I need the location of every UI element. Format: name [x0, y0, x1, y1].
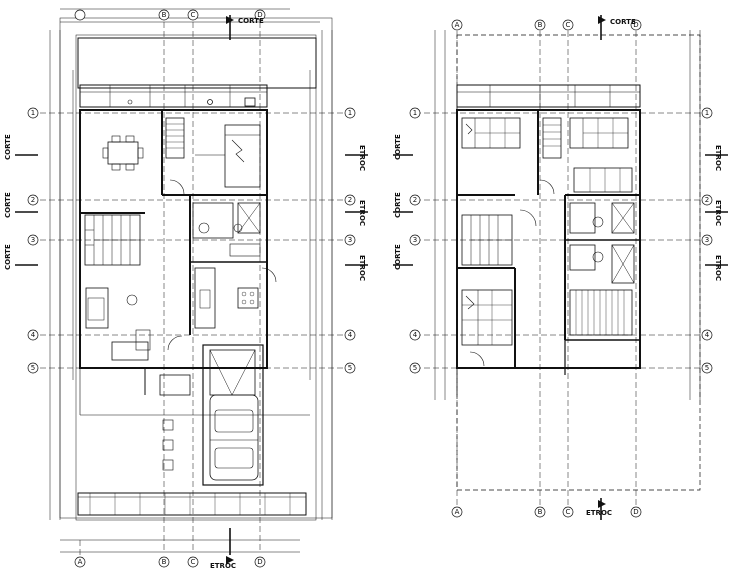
section-label: ETROC [586, 509, 612, 517]
axis-label: A [455, 508, 460, 516]
axis-label: 1 [413, 109, 417, 117]
axis-label: 5 [348, 364, 352, 372]
section-label: CORTE [4, 134, 12, 160]
axis-label: B [162, 11, 167, 19]
axis-label: 4 [705, 331, 710, 339]
axis-label: 3 [413, 236, 417, 244]
ground-floor-axis-markers [27, 9, 356, 568]
axis-label: 5 [705, 364, 709, 372]
axis-label: 4 [31, 331, 36, 339]
axis-label: A [78, 558, 83, 566]
section-label: ETROC [714, 200, 722, 226]
section-label: ETROC [358, 255, 366, 281]
axis-label: 2 [413, 196, 417, 204]
section-label: ETROC [358, 200, 366, 226]
upper-floor-axis-markers [409, 19, 713, 518]
axis-label: 2 [705, 196, 709, 204]
ground-floor-grid [15, 15, 368, 555]
ground-floor-section-markers: CORTE ETROC CORTE CORTE CORTE ETROC ETRO… [4, 16, 366, 570]
axis-label: 1 [705, 109, 709, 117]
axis-label: B [538, 508, 543, 516]
upper-floor-section-markers: CORTE ETROC CORTE CORTE CORTE ETROC ETRO… [394, 16, 722, 517]
axis-label: B [162, 558, 167, 566]
upper-floor-grid [393, 15, 728, 520]
section-label: ETROC [210, 562, 236, 570]
axis-label: D [633, 508, 638, 516]
section-label: ETROC [714, 255, 722, 281]
section-label: CORTE [610, 18, 636, 26]
axis-label: C [566, 21, 571, 29]
axis-label: A [455, 21, 460, 29]
axis-label: D [257, 558, 262, 566]
upper-floor-plan [434, 30, 701, 491]
axis-label: 2 [348, 196, 352, 204]
section-label: ETROC [358, 145, 366, 171]
ground-floor-plan [49, 8, 333, 553]
axis-label: 5 [31, 364, 35, 372]
section-label: CORTE [394, 192, 402, 218]
axis-label: 5 [413, 364, 417, 372]
axis-label: C [191, 558, 196, 566]
axis-label: 3 [348, 236, 352, 244]
axis-label: D [257, 11, 262, 19]
ground-floor-axis-labels: B C D A B C D 1 2 3 4 5 1 2 3 4 5 [31, 11, 353, 566]
axis-label: 1 [348, 109, 352, 117]
axis-label: 4 [348, 331, 353, 339]
section-label: CORTE [394, 244, 402, 270]
axis-label: B [538, 21, 543, 29]
axis-label: 4 [413, 331, 418, 339]
upper-floor-axis-labels: A B C D A B C D 1 2 3 4 5 1 2 3 4 5 [413, 21, 710, 516]
axis-label: 3 [705, 236, 709, 244]
axis-label: 1 [31, 109, 35, 117]
axis-label: C [566, 508, 571, 516]
section-label: CORTE [238, 17, 264, 25]
section-label: ETROC [714, 145, 722, 171]
axis-label: D [633, 21, 638, 29]
section-label: CORTE [394, 134, 402, 160]
section-label: CORTE [4, 192, 12, 218]
section-label: CORTE [4, 244, 12, 270]
axis-label: 3 [31, 236, 35, 244]
axis-label: C [191, 11, 196, 19]
axis-label: 2 [31, 196, 35, 204]
